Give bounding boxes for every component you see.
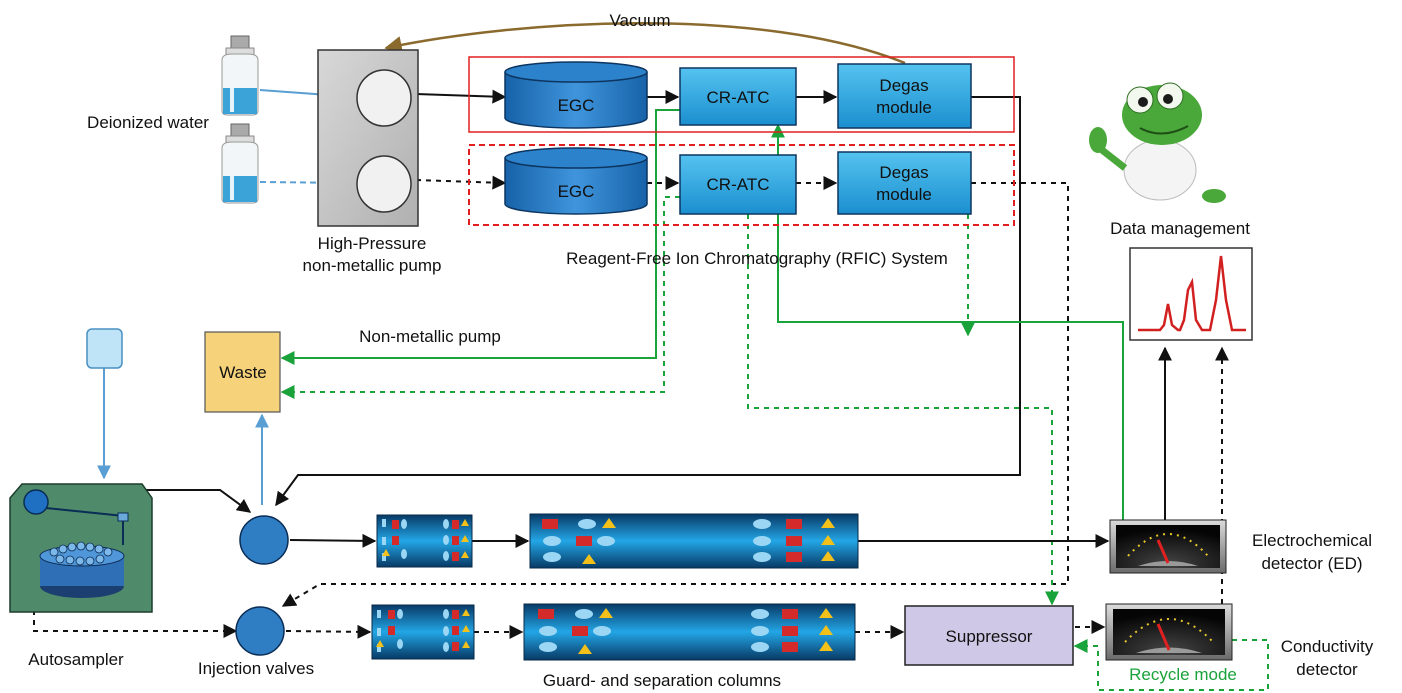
pump-label-line2: non-metallic pump — [303, 256, 442, 275]
high-pressure-pump — [317, 49, 419, 227]
pump-label-line1: High-Pressure — [318, 234, 427, 253]
electrochemical-detector — [1109, 519, 1227, 574]
rfic-system-label: Reagent-Free Ion Chromatography (RFIC) S… — [566, 249, 948, 268]
guard-column-2 — [371, 604, 475, 660]
sample-vial-icon — [86, 328, 123, 369]
degas-module-1 — [837, 63, 972, 129]
gecko-mascot-icon — [1089, 82, 1226, 203]
flow-sampler-valve2 — [33, 520, 238, 638]
cr-atc-label-1: CR-ATC — [707, 88, 770, 107]
recycle-mode-label: Recycle mode — [1129, 665, 1237, 684]
autosampler-label: Autosampler — [28, 650, 124, 669]
suppressor-label: Suppressor — [946, 627, 1033, 646]
egc-cylinder-2 — [504, 147, 648, 215]
deionized-water-label: Deionized water — [87, 113, 209, 132]
injection-valve-1 — [239, 515, 289, 565]
water-bottle-1 — [221, 35, 259, 116]
vacuum-line — [384, 22, 906, 65]
recycle-loop — [1073, 639, 1269, 691]
waste-container — [204, 331, 281, 413]
green-atc2-to-waste — [280, 196, 690, 399]
ed-label-line2: detector (ED) — [1261, 554, 1362, 573]
flow-valve2-guard — [285, 624, 372, 639]
data-management-label: Data management — [1110, 219, 1250, 238]
guard-column-1 — [376, 514, 473, 568]
autosampler-unit — [9, 483, 153, 613]
cr-atc-module-1 — [679, 67, 797, 126]
vacuum-label: Vacuum — [609, 11, 670, 30]
suppressor-unit — [904, 605, 1074, 666]
chromatogram-display — [1129, 247, 1253, 341]
waste-label: Waste — [219, 363, 267, 382]
rfic-frame-solid — [468, 56, 1015, 133]
cd-label-line2: detector — [1296, 660, 1358, 679]
degas-module-2 — [837, 151, 972, 215]
water-bottle-2 — [221, 123, 259, 204]
green-ed-to-atc — [771, 123, 1124, 542]
egc-label-1: EGC — [558, 96, 595, 115]
separation-column-1 — [529, 513, 859, 569]
non-metallic-pump-label: Non-metallic pump — [359, 327, 501, 346]
columns-label: Guard- and separation columns — [543, 671, 781, 690]
egc-label-2: EGC — [558, 182, 595, 201]
degas-label-1a: Degas — [879, 76, 928, 95]
degas-label-2a: Degas — [879, 163, 928, 182]
egc-cylinder-1 — [504, 61, 648, 129]
separation-column-2 — [523, 603, 856, 661]
flow-pump-egc — [415, 89, 507, 104]
degas-label-2b: module — [876, 185, 932, 204]
degas-label-1b: module — [876, 98, 932, 117]
injection-valves-label: Injection valves — [198, 659, 314, 678]
green-atc-to-waste — [280, 109, 690, 365]
injection-valve-2 — [235, 606, 285, 656]
cr-atc-module-2 — [679, 154, 797, 215]
flow-degas-to-valve2 — [281, 182, 1069, 607]
rfic-frame-dashed — [468, 144, 1015, 226]
flow-valve1-guard — [289, 533, 377, 548]
flow-pump-egc-2 — [415, 175, 507, 190]
ed-label-line1: Electrochemical — [1252, 531, 1372, 550]
flow-degas-to-valve1 — [275, 96, 1021, 507]
cd-label-line1: Conductivity — [1281, 637, 1374, 656]
conductivity-detector — [1105, 603, 1233, 661]
chromatogram-trace — [1138, 255, 1246, 332]
cr-atc-label-2: CR-ATC — [707, 175, 770, 194]
